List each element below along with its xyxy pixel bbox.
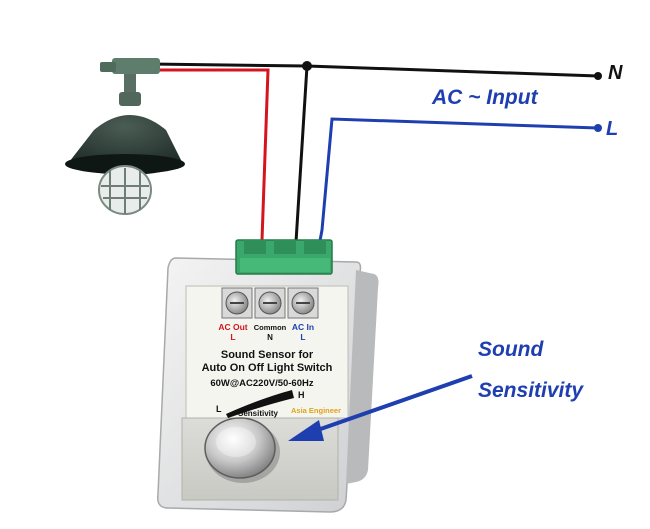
sensitivity-scale-arc xyxy=(226,390,294,418)
terminal-ac-out-label: AC Out xyxy=(218,322,247,332)
neutral-junction-dot xyxy=(302,61,312,71)
dial-caption: Sensitivity xyxy=(238,409,279,418)
sensitivity-callout-arrowhead xyxy=(288,420,324,441)
terminal-common-label: Common xyxy=(254,323,287,332)
lamp-fixture xyxy=(65,58,185,215)
live-end-dot xyxy=(594,124,602,132)
dial-high-label: H xyxy=(298,390,305,400)
neutral-label: N xyxy=(608,62,623,84)
dial-low-label: L xyxy=(216,404,222,414)
live-wire xyxy=(314,117,599,263)
terminal-block xyxy=(235,239,333,275)
device-title-line1: Sound Sensor for xyxy=(221,349,314,361)
brand-label: Asia Engineer xyxy=(291,406,341,415)
device-rating: 60W@AC220V/50-60Hz xyxy=(210,378,314,389)
terminal-ac-in-label: AC In xyxy=(292,322,314,332)
ac-input-label: AC ~ Input xyxy=(432,86,538,109)
terminal-ac-out-sub: L xyxy=(230,332,235,342)
neutral-end-dot xyxy=(594,72,602,80)
terminal-ac-in-sub: L xyxy=(300,332,305,342)
sensitivity-callout-arrow xyxy=(311,374,473,434)
terminal-screws xyxy=(221,287,319,319)
terminal-common-sub: N xyxy=(267,333,273,342)
live-label: L xyxy=(606,118,619,140)
neutral-wire-drop xyxy=(286,65,309,263)
sensitivity-knob[interactable] xyxy=(204,417,280,483)
sound-callout-line1: Sound xyxy=(478,338,544,361)
device-title-line2: Auto On Off Light Switch xyxy=(202,362,333,374)
sound-callout-line2: Sensitivity xyxy=(478,379,584,402)
